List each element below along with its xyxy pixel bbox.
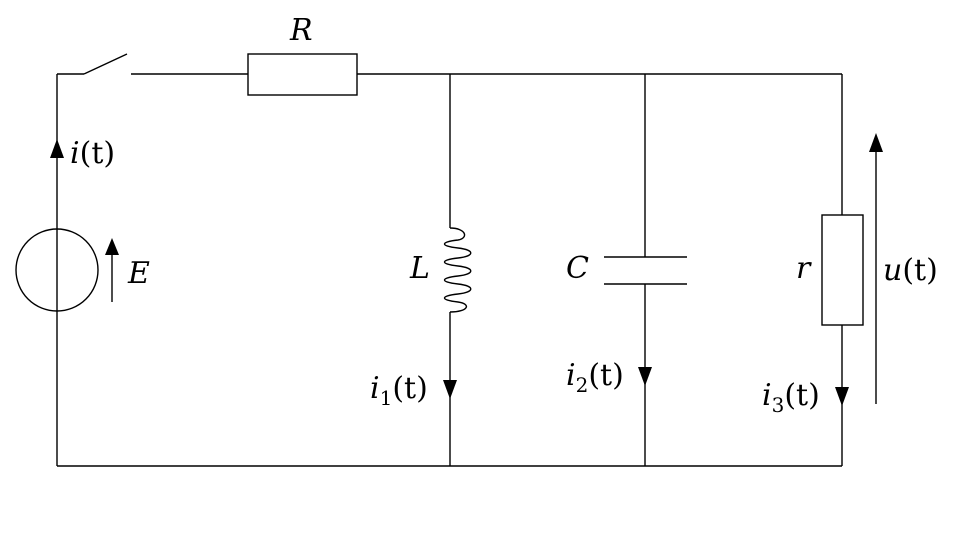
resistor-r-body <box>247 53 358 96</box>
label-r-series: R <box>289 13 313 48</box>
label-i3: i3(t) <box>762 378 820 417</box>
label-i2-sub: 2 <box>576 373 589 397</box>
label-u: u(t) <box>883 253 938 288</box>
label-i2-sym: i <box>566 358 576 393</box>
label-i1-arg: (t) <box>392 371 427 406</box>
switch-blade <box>83 53 128 75</box>
label-e: E <box>127 256 150 291</box>
label-i1-sym: i <box>370 371 380 406</box>
capacitor-c: C <box>566 251 687 286</box>
label-i-sym: i <box>70 136 80 171</box>
inductor-coil <box>443 227 472 313</box>
label-i1-sub: 1 <box>380 386 393 410</box>
i-arrow-head <box>50 139 64 158</box>
current-i: i(t) <box>50 136 115 171</box>
label-i: i(t) <box>70 136 115 171</box>
label-i3-sub: 3 <box>772 393 785 417</box>
current-i1: i1(t) <box>370 371 457 410</box>
u-arrow-head <box>869 133 883 152</box>
label-u-sym: u <box>883 253 902 288</box>
e-arrow-head <box>105 238 119 255</box>
label-l: L <box>409 251 430 286</box>
resistor-r-small: r <box>796 214 864 326</box>
i1-arrow-head <box>443 380 457 399</box>
inductor-l: L <box>409 227 472 313</box>
i3-arrow-head <box>835 387 849 406</box>
switch <box>57 53 128 75</box>
label-c: C <box>566 251 589 286</box>
current-i2: i2(t) <box>566 358 652 397</box>
label-u-arg: (t) <box>902 253 937 288</box>
i2-arrow-head <box>638 367 652 386</box>
label-i2-arg: (t) <box>588 358 623 393</box>
label-i-arg: (t) <box>80 136 115 171</box>
current-i3: i3(t) <box>762 378 849 417</box>
label-i2: i2(t) <box>566 358 624 397</box>
label-i3-sym: i <box>762 378 772 413</box>
voltage-u: u(t) <box>869 133 938 404</box>
resistor-r-series: R <box>247 13 358 96</box>
label-r-small: r <box>796 251 812 286</box>
wires <box>56 73 843 467</box>
label-i1: i1(t) <box>370 371 428 410</box>
resistor-r-small-body <box>821 214 864 326</box>
voltage-source: E <box>15 228 150 312</box>
label-i3-arg: (t) <box>784 378 819 413</box>
